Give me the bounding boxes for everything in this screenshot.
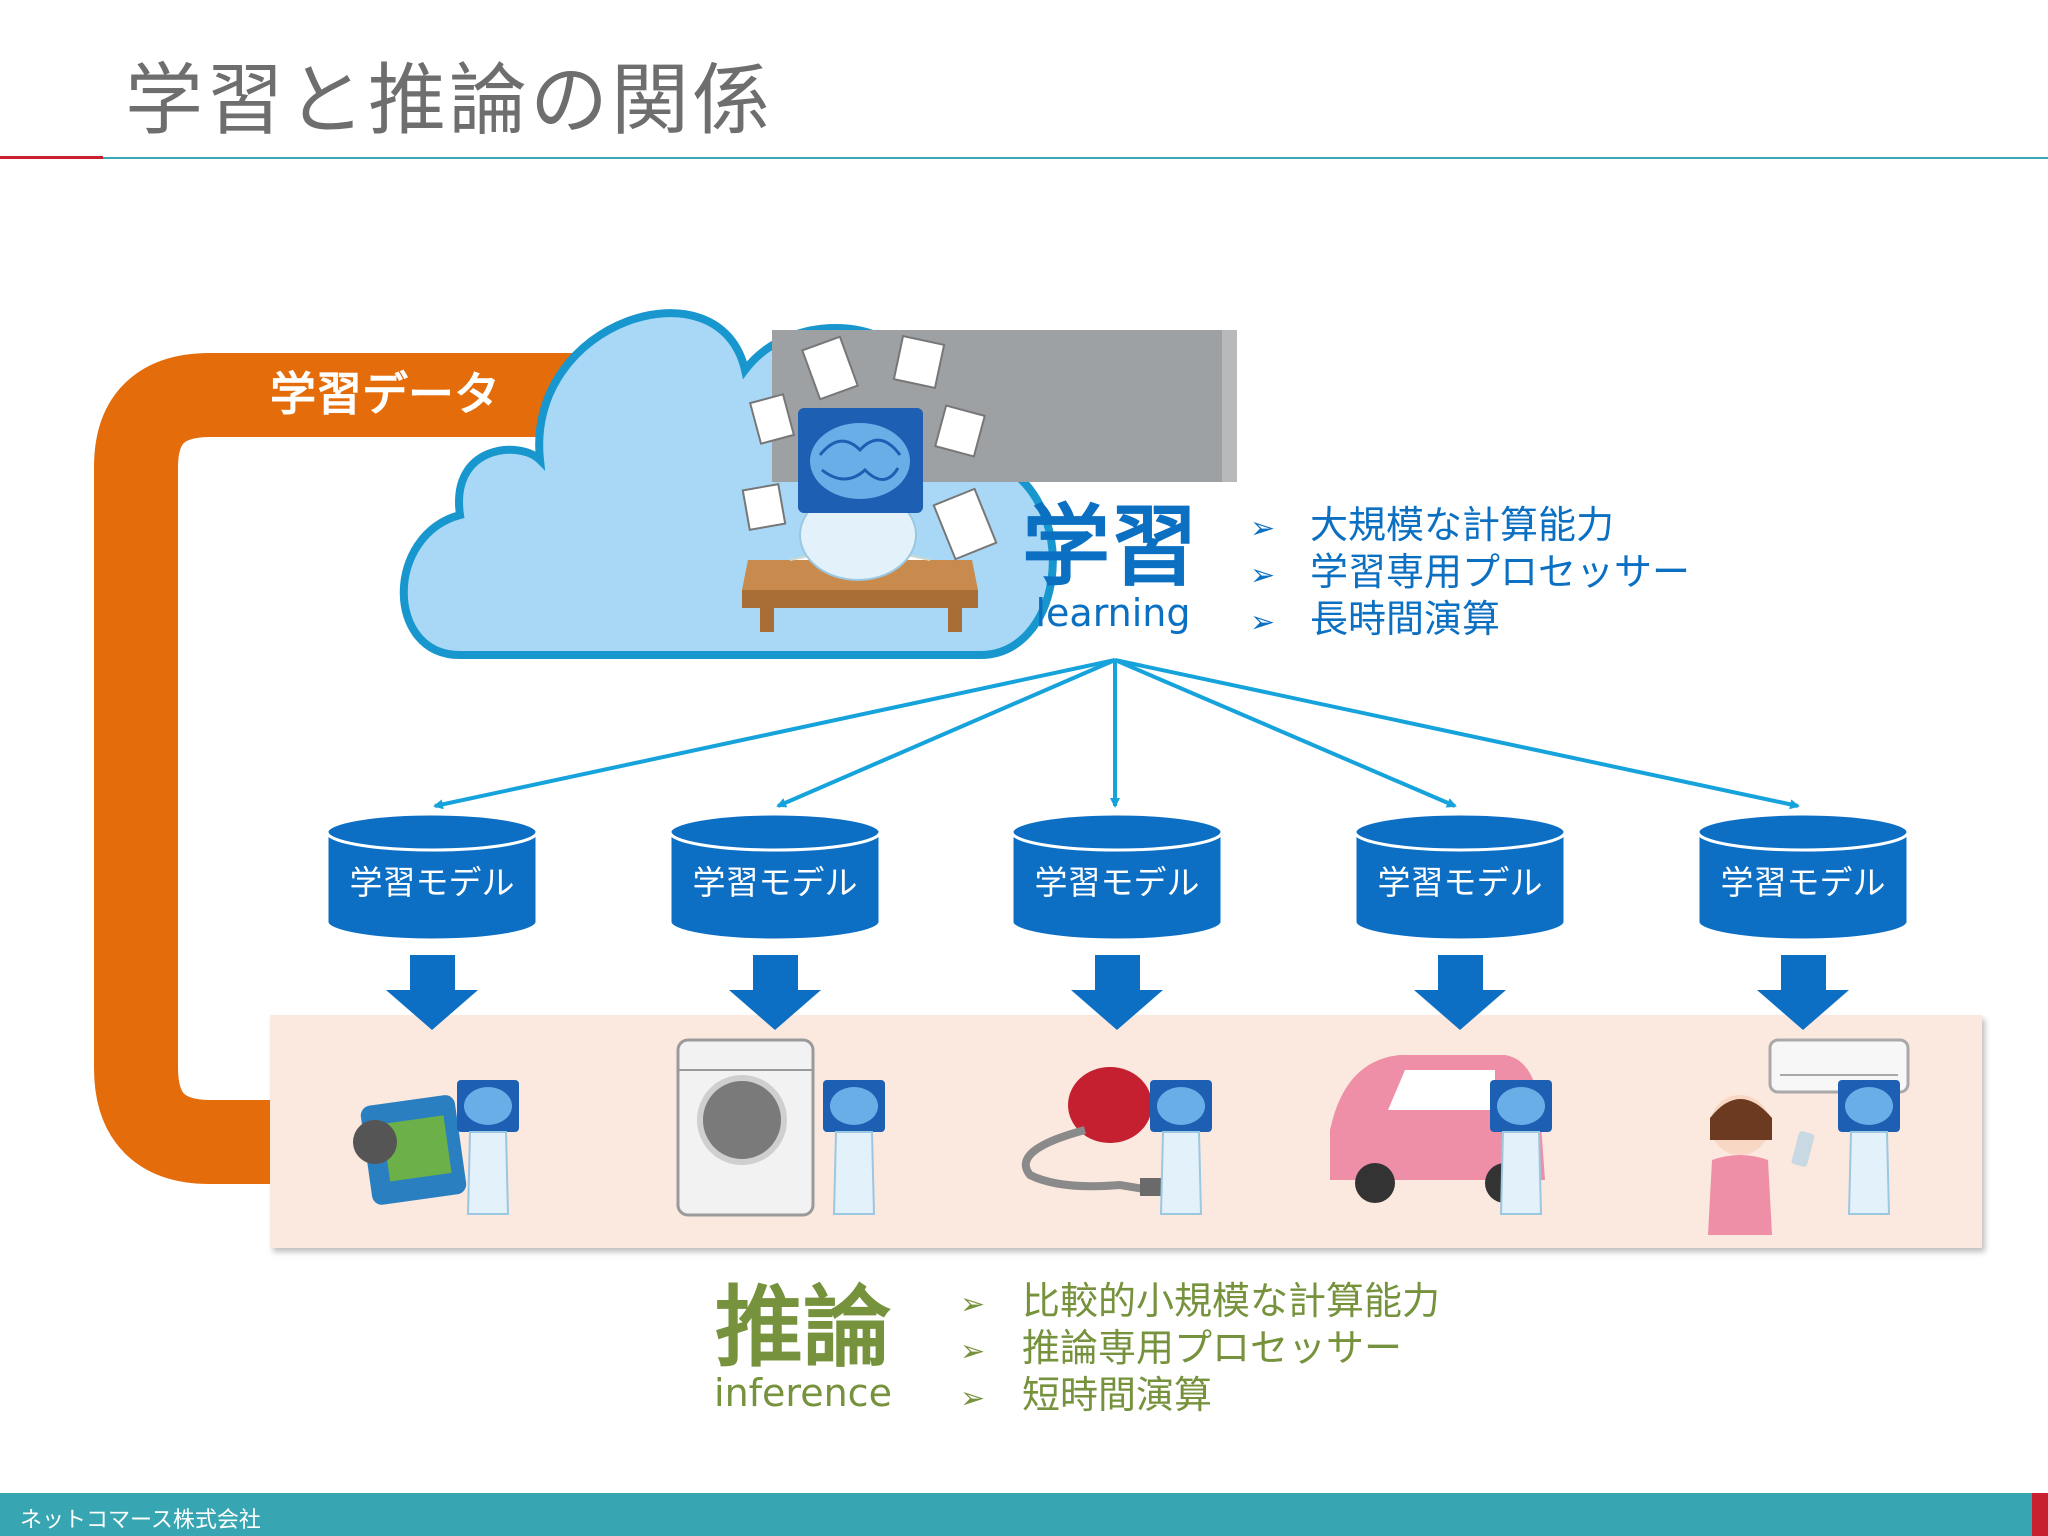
air-conditioner-icon xyxy=(1708,1038,1910,1235)
footer-accent xyxy=(2032,1493,2048,1536)
deploy-arrow xyxy=(1071,955,1163,1030)
learning-bullet: 学習専用プロセッサー xyxy=(1310,550,1690,594)
inference-bullet-marker: ➢ xyxy=(960,1334,985,1369)
inference-subtitle: inference xyxy=(714,1371,892,1415)
learning-inference-diagram: 学習データ 学習 learning ➢ 大規模な計算能力 ➢ 学習専用プロセッサ… xyxy=(94,309,1982,1417)
company-name: ネットコマース株式会社 xyxy=(20,1508,261,1533)
model-connector xyxy=(433,658,1116,810)
model-label: 学習モデル xyxy=(350,863,515,902)
inference-ai-character-icon xyxy=(457,1080,519,1215)
inference-ai-character-icon xyxy=(1150,1080,1212,1215)
model-connector xyxy=(1114,658,1457,808)
model-connector xyxy=(1114,658,1800,810)
vacuum-cleaner-icon xyxy=(1021,1067,1180,1196)
model-cylinder: 学習モデル xyxy=(1010,812,1224,942)
washing-machine-icon xyxy=(676,1038,815,1217)
inference-bullet: 短時間演算 xyxy=(1022,1373,1212,1417)
title-rule xyxy=(103,157,2048,159)
model-cylinder: 学習モデル xyxy=(668,812,882,942)
learning-title: 学習 xyxy=(1022,495,1198,598)
model-connectors xyxy=(433,658,1800,810)
inference-ai-character-icon xyxy=(823,1080,885,1215)
model-cylinder: 学習モデル xyxy=(1696,812,1910,942)
training-data-label: 学習データ xyxy=(270,367,500,421)
model-label: 学習モデル xyxy=(1378,863,1543,902)
inference-bullet: 推論専用プロセッサー xyxy=(1022,1326,1402,1370)
inference-title: 推論 xyxy=(715,1276,891,1379)
training-data-feedback-arrow xyxy=(94,353,620,1184)
deploy-arrow xyxy=(386,955,478,1030)
inference-bullet-marker: ➢ xyxy=(960,1381,985,1416)
inference-bullet: 比較的小規模な計算能力 xyxy=(1022,1279,1440,1323)
learning-bullet-marker: ➢ xyxy=(1250,558,1275,593)
model-cylinder: 学習モデル xyxy=(325,812,539,942)
learning-ai-character-icon xyxy=(741,334,998,632)
model-label: 学習モデル xyxy=(693,863,858,902)
learning-bullet-marker: ➢ xyxy=(1250,605,1275,640)
inference-ai-character-icon xyxy=(1490,1080,1552,1215)
title-rule-accent xyxy=(0,156,103,159)
model-label: 学習モデル xyxy=(1721,863,1886,902)
deploy-arrow xyxy=(729,955,821,1030)
deploy-arrow xyxy=(1414,955,1506,1030)
inference-ai-character-icon xyxy=(1838,1080,1900,1215)
learning-bullets: ➢ 大規模な計算能力 ➢ 学習専用プロセッサー ➢ 長時間演算 xyxy=(1250,503,1690,641)
learning-bullet-marker: ➢ xyxy=(1250,511,1275,546)
model-label: 学習モデル xyxy=(1035,863,1200,902)
page-title: 学習と推論の関係 xyxy=(125,56,774,146)
video-camera-icon xyxy=(353,1095,467,1205)
model-connector xyxy=(776,658,1116,808)
learning-bullet: 大規模な計算能力 xyxy=(1310,503,1614,547)
inference-bullets: ➢ 比較的小規模な計算能力 ➢ 推論専用プロセッサー ➢ 短時間演算 xyxy=(960,1279,1440,1417)
learning-subtitle: learning xyxy=(1035,591,1190,635)
deploy-arrow xyxy=(1757,955,1849,1030)
learning-bullet: 長時間演算 xyxy=(1310,597,1500,641)
footer-bar: ネットコマース株式会社 xyxy=(0,1493,2048,1536)
model-cylinder: 学習モデル xyxy=(1353,812,1567,942)
inference-bullet-marker: ➢ xyxy=(960,1287,985,1322)
